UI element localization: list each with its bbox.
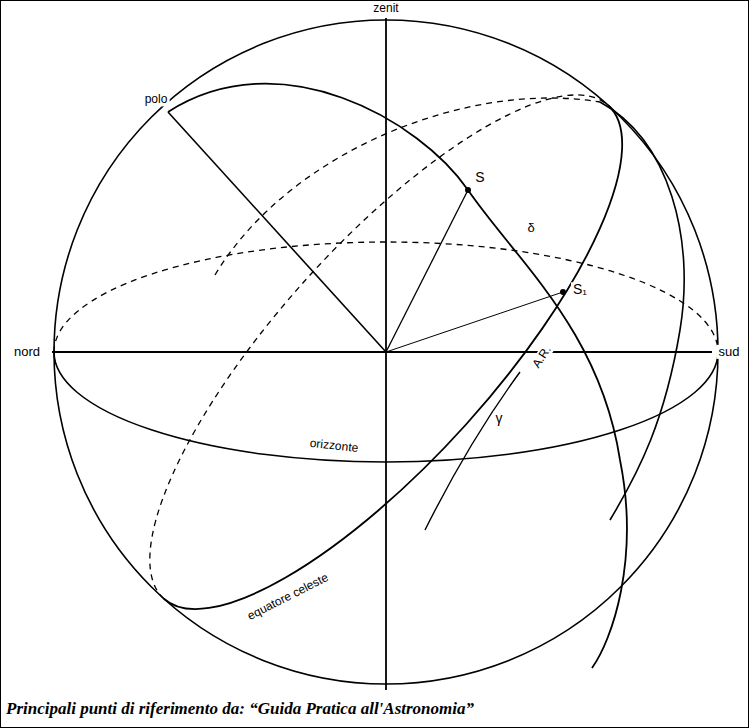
caption: Principali punti di riferimento da: “Gui…: [6, 699, 474, 719]
hour-circle: [168, 84, 627, 668]
foot-point: [560, 289, 566, 295]
equator-back: [84, 33, 609, 599]
sphere-label: S: [473, 170, 486, 185]
circle-front: [600, 102, 684, 520]
ecliptic-arc: [425, 372, 520, 530]
sphere-label: A.R.: [529, 342, 555, 372]
sphere-label: γ: [494, 411, 505, 426]
sphere-label: nord: [12, 345, 42, 359]
north-south-line: [52, 351, 712, 353]
circle-back: [215, 98, 600, 275]
sphere-label: δ: [525, 221, 536, 235]
equator-projection: [386, 292, 563, 352]
sphere-label: sud: [717, 345, 742, 359]
polar-axis: [168, 112, 386, 352]
sphere-label: polo: [143, 93, 170, 106]
sphere-label: equatore celeste: [244, 570, 333, 624]
zenith-axis: [385, 18, 387, 690]
star-direction: [386, 190, 468, 352]
equator-front: [164, 105, 689, 671]
sphere-label: S₁: [571, 282, 589, 297]
sphere-label: orizzonte: [307, 437, 361, 456]
star-point: [465, 187, 471, 193]
sphere-label: zenit: [371, 2, 400, 15]
